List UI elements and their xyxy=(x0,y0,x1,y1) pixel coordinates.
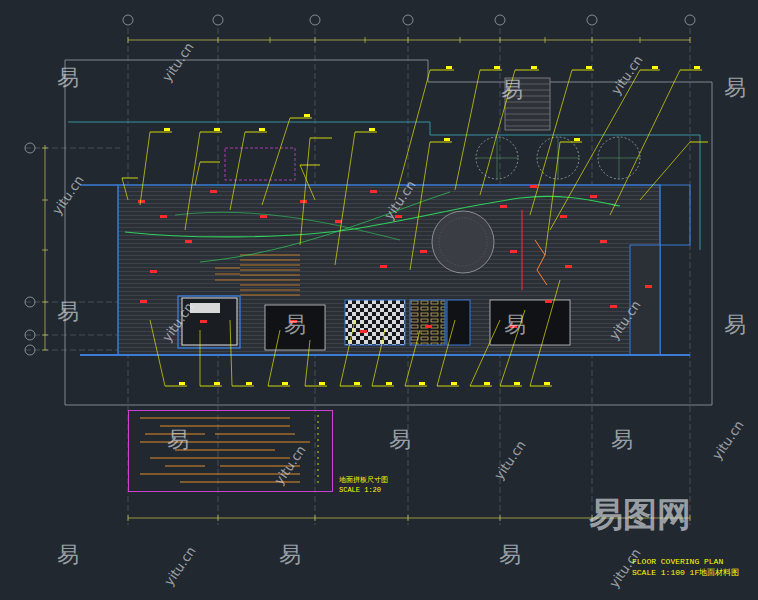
grid-bubble xyxy=(310,15,320,25)
edge-strip xyxy=(522,210,523,290)
watermark: 易 xyxy=(724,310,746,340)
watermark: yitu.cn xyxy=(49,173,87,218)
watermark: 易 xyxy=(504,310,526,340)
wall-line xyxy=(80,184,118,186)
room xyxy=(490,300,570,345)
zone-outline xyxy=(225,148,295,180)
watermark-logo: 易图网 xyxy=(589,492,691,538)
watermark: 易 xyxy=(724,73,746,103)
front-wall xyxy=(80,354,690,356)
watermark: 易 xyxy=(611,425,633,455)
grid-bubble xyxy=(25,345,35,355)
round-feature xyxy=(432,211,494,273)
grid-bubbles xyxy=(25,15,695,355)
grid-bubble xyxy=(685,15,695,25)
callout-marks xyxy=(164,66,700,385)
panel-dimension xyxy=(318,415,319,484)
watermark: 易 xyxy=(284,310,306,340)
callout-tags xyxy=(122,70,708,386)
grid-line xyxy=(25,148,120,149)
grid-bubble xyxy=(403,15,413,25)
grid-bubble xyxy=(25,330,35,340)
site-boundary xyxy=(65,60,712,405)
grid-line xyxy=(25,335,120,336)
watermark: yitu.cn xyxy=(161,544,199,589)
watermark: 易 xyxy=(389,425,411,455)
leader-lines xyxy=(122,70,690,386)
floor-curve xyxy=(200,192,450,262)
detail-panel-frame: 地面拼板尺寸图SCALE 1:20 xyxy=(128,410,333,492)
stair-steps xyxy=(215,255,300,295)
storage-room xyxy=(410,300,445,345)
drawing-scale: SCALE 1:100 1F地面材料图 xyxy=(632,568,739,578)
entrance-wall xyxy=(660,185,690,245)
dimension-lines xyxy=(42,37,690,521)
watermark: yitu.cn xyxy=(491,438,529,483)
watermark: yitu.cn xyxy=(608,53,646,98)
watermark: 易 xyxy=(501,75,523,105)
watermark: 易 xyxy=(167,425,189,455)
watermark: 易 xyxy=(57,540,79,570)
tiled-room xyxy=(345,300,405,345)
watermark: yitu.cn xyxy=(271,443,309,488)
watermark: yitu.cn xyxy=(159,40,197,85)
detail-title: 地面拼板尺寸图 xyxy=(339,476,388,485)
watermark: 易 xyxy=(57,63,79,93)
ramp-line xyxy=(535,240,547,285)
round-feature-ring xyxy=(439,218,487,266)
room xyxy=(265,305,325,350)
watermark: 易 xyxy=(499,540,521,570)
watermark: 易 xyxy=(57,297,79,327)
grid-bubble xyxy=(25,297,35,307)
drawing-title: FLOOR COVERING PLAN xyxy=(632,557,723,567)
watermark: 易 xyxy=(279,540,301,570)
grid-line xyxy=(25,350,120,351)
floor-curve xyxy=(125,196,620,237)
watermark: yitu.cn xyxy=(709,418,747,463)
grid-bubble xyxy=(495,15,505,25)
grid-lines xyxy=(25,28,690,525)
grid-bubble xyxy=(213,15,223,25)
floor-curve xyxy=(175,212,400,240)
grid-line xyxy=(690,28,691,525)
grid-bubble xyxy=(123,15,133,25)
room xyxy=(447,300,470,345)
grid-bubble xyxy=(587,15,597,25)
detail-scale: SCALE 1:20 xyxy=(339,486,381,495)
grid-bubble xyxy=(25,143,35,153)
